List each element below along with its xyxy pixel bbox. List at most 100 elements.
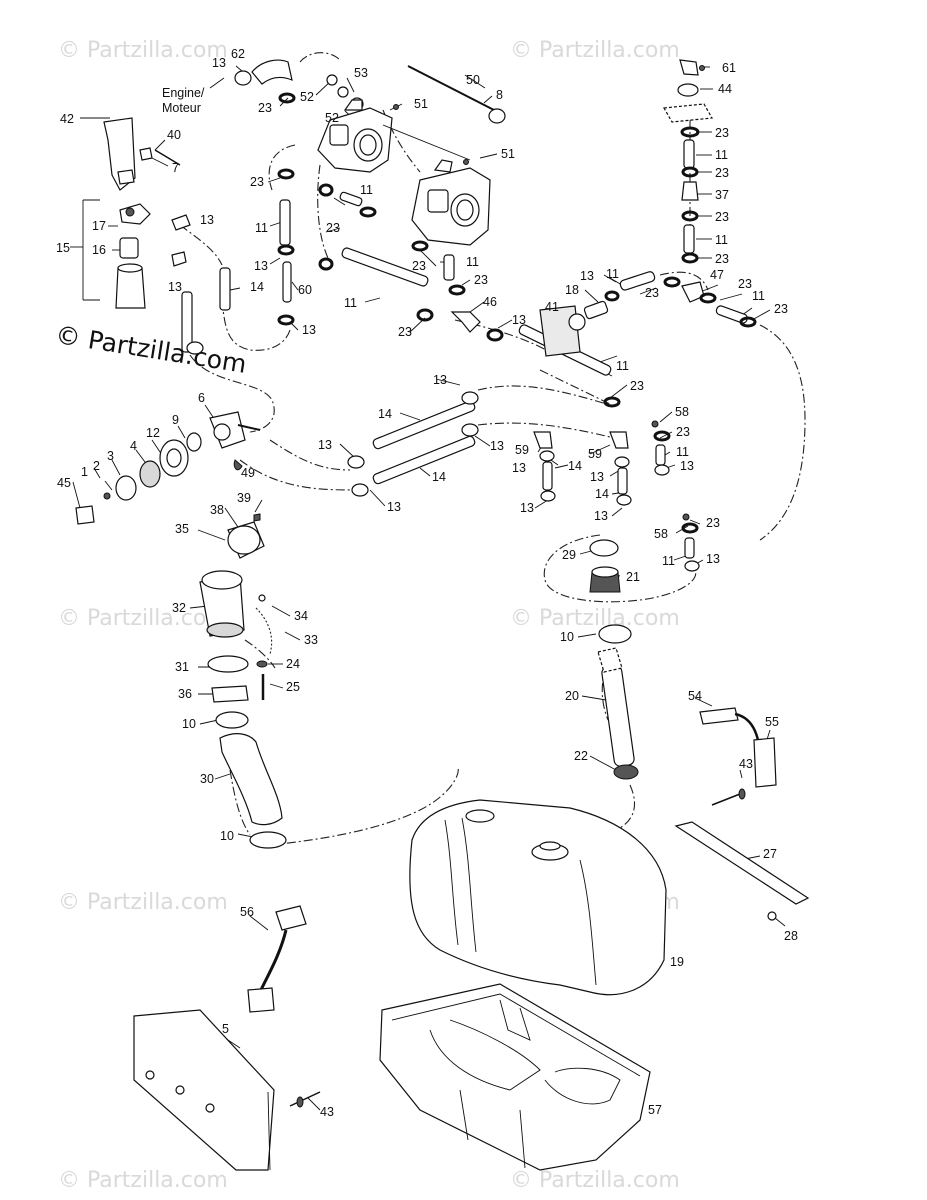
label-27: 27 [763, 847, 777, 861]
label-13: 13 [490, 439, 504, 453]
label-58: 58 [654, 527, 668, 541]
label-53: 53 [354, 66, 368, 80]
label-23: 23 [630, 379, 644, 393]
label-11: 11 [752, 289, 765, 303]
label-13: 13 [302, 323, 316, 337]
label-35: 35 [175, 522, 189, 536]
label-24: 24 [286, 657, 300, 671]
label-13: 13 [212, 56, 226, 70]
label-13: 13 [590, 470, 604, 484]
label-25: 25 [286, 680, 300, 694]
label-11: 11 [715, 148, 728, 162]
part-30-filler-hose [219, 733, 283, 826]
label-28: 28 [784, 929, 798, 943]
label-59: 59 [515, 443, 529, 457]
part-57-tank-support [379, 983, 651, 1171]
label-14: 14 [378, 407, 392, 421]
label-60: 60 [298, 283, 312, 297]
label-5: 5 [222, 1022, 229, 1036]
label-2: 2 [93, 459, 100, 473]
label-9: 9 [172, 413, 179, 427]
watermark: © Partzilla.com [58, 1168, 228, 1193]
label-11: 11 [715, 233, 728, 247]
part-45-knob [75, 505, 95, 525]
label-14: 14 [568, 459, 582, 473]
label-36: 36 [178, 687, 192, 701]
label-43: 43 [739, 757, 753, 771]
label-17: 17 [92, 219, 106, 233]
label-13: 13 [594, 509, 608, 523]
part-59-elbow [533, 431, 553, 449]
label-11: 11 [606, 267, 619, 281]
part-5-cover [133, 1009, 275, 1171]
label-23: 23 [715, 252, 729, 266]
label-43: 43 [320, 1105, 334, 1119]
label-4: 4 [130, 439, 137, 453]
label-13: 13 [200, 213, 214, 227]
label-49: 49 [241, 466, 255, 480]
label-14: 14 [595, 487, 609, 501]
label-11: 11 [662, 554, 675, 568]
label-11: 11 [344, 296, 357, 310]
label-23: 23 [715, 210, 729, 224]
label-13: 13 [680, 459, 694, 473]
label-22: 22 [574, 749, 588, 763]
part-62-elbow-hose [251, 59, 293, 85]
label-18: 18 [565, 283, 579, 297]
part-27-plate [674, 821, 810, 905]
label-59: 59 [588, 447, 602, 461]
label-13: 13 [168, 280, 182, 294]
label-23: 23 [706, 516, 720, 530]
carburetor-lower [411, 159, 491, 252]
label-3: 3 [107, 449, 114, 463]
part-56-strap [275, 905, 307, 931]
label-11: 11 [466, 255, 479, 269]
label-10: 10 [220, 829, 234, 843]
label-11: 11 [616, 359, 629, 373]
watermark: © Partzilla.com [510, 606, 680, 631]
label-23: 23 [738, 277, 752, 291]
label-32: 32 [172, 601, 186, 615]
label-45: 45 [57, 476, 71, 490]
watermark: © Partzilla.com [58, 890, 228, 915]
carburetor-upper [317, 99, 393, 173]
label-11: 11 [676, 445, 689, 459]
label-12: 12 [146, 426, 160, 440]
label-11: 11 [360, 183, 373, 197]
label-21: 21 [626, 570, 640, 584]
label-20: 20 [565, 689, 579, 703]
part-46-tee-fitting [450, 311, 481, 333]
label-13: 13 [433, 373, 447, 387]
label-11: 11 [255, 221, 268, 235]
part-29-clamp [589, 539, 619, 557]
label-55: 55 [765, 715, 779, 729]
label-1: 1 [81, 465, 88, 479]
label-7: 7 [172, 161, 179, 175]
hose-routes [179, 52, 806, 846]
label-51: 51 [414, 97, 428, 111]
label-46: 46 [483, 295, 497, 309]
part-17-shutoff-valve [119, 203, 151, 225]
label-54: 54 [688, 689, 702, 703]
label-13: 13 [580, 269, 594, 283]
label-56: 56 [240, 905, 254, 919]
part-15-filter-bowl [115, 267, 146, 309]
label-51: 51 [501, 147, 515, 161]
label-15: 15 [56, 241, 70, 255]
part-number-labels: Engine/ Moteur 13 62 23 52 53 52 51 50 8… [56, 47, 798, 1119]
watermark: © Partzilla.com [58, 606, 228, 631]
label-62: 62 [231, 47, 245, 61]
label-13: 13 [387, 500, 401, 514]
label-23: 23 [715, 166, 729, 180]
label-42: 42 [60, 112, 74, 126]
label-10: 10 [560, 630, 574, 644]
label-44: 44 [718, 82, 732, 96]
label-23: 23 [398, 325, 412, 339]
engine-label-line2: Moteur [162, 101, 201, 115]
part-19-fuel-tank [409, 799, 667, 996]
label-23: 23 [474, 273, 488, 287]
label-30: 30 [200, 772, 214, 786]
label-23: 23 [250, 175, 264, 189]
label-61: 61 [722, 61, 736, 75]
